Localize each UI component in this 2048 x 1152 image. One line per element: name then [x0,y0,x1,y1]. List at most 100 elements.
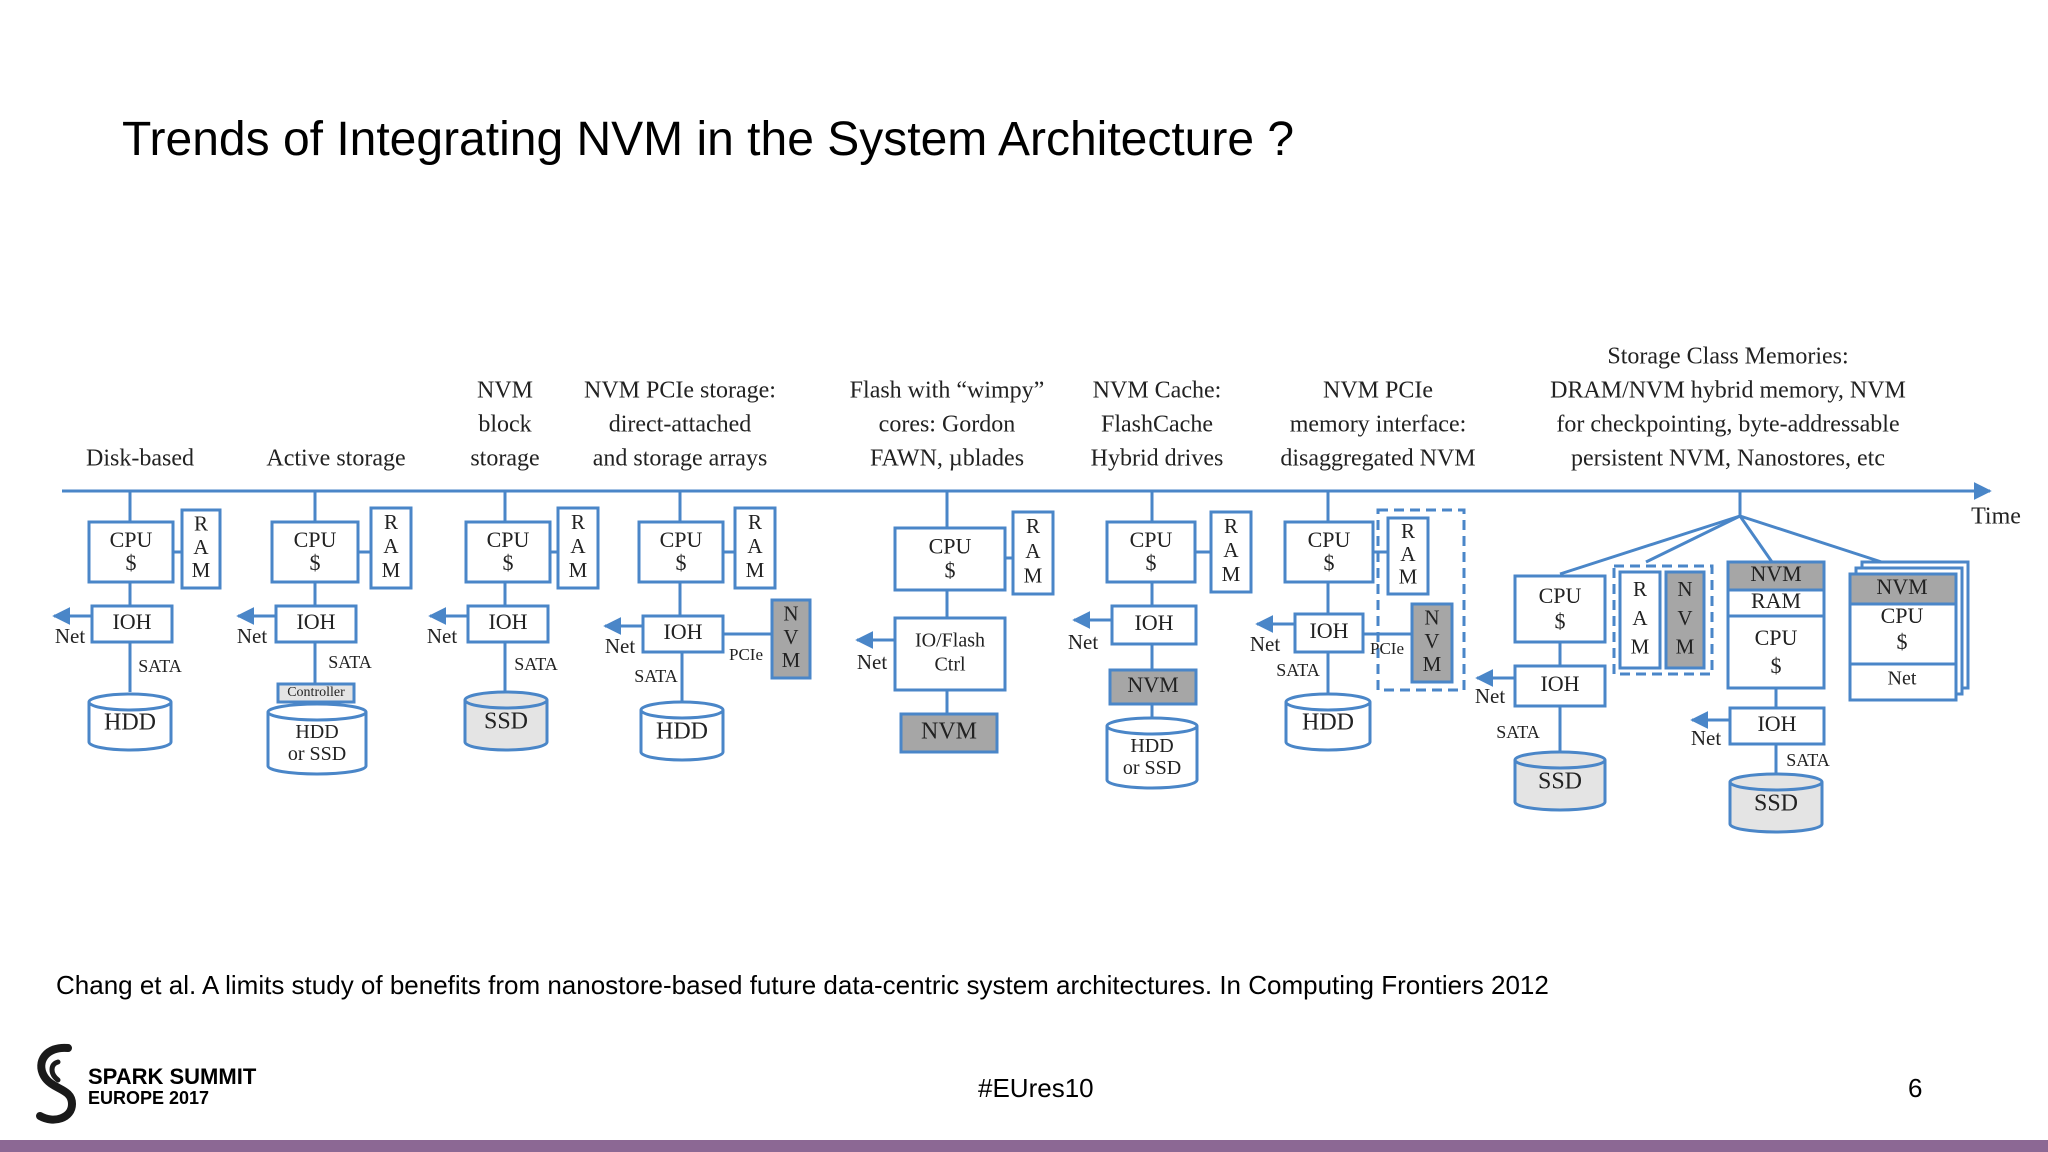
ram-letter: M [569,558,588,582]
nvm-label: NVM [1750,561,1801,586]
controller-label: Controller [287,685,345,700]
disk-top [463,690,549,710]
disk-top [1728,772,1824,792]
ioh-box [466,604,550,644]
ioh-box [1728,706,1826,746]
ioh-label: IOH [112,609,151,634]
ram-letter: M [1222,562,1241,586]
cache-label: $ [1324,550,1335,575]
cache-label: $ [1555,609,1566,634]
ram-letter: R [1026,514,1040,538]
disaggregated-nvm-group [1376,508,1466,692]
disk-body [639,710,725,762]
net-label: Net [1888,668,1917,690]
net-label: Net [1691,726,1721,750]
page-number: 6 [1908,1073,1923,1103]
disk-body [266,712,368,776]
ioh-box [274,604,358,644]
controller-box [276,682,356,704]
ram-letter: M [1631,635,1650,659]
nvm-label: NVM [1127,672,1178,697]
cpu-label: CPU [1881,603,1924,628]
disk-label: HDD [656,719,708,745]
bottom-accent-bar [0,1140,2048,1152]
cpu-label: CPU [1130,527,1173,552]
stage-label-5: FAWN, µblades [870,446,1024,472]
ioh-label: IOH [296,609,335,634]
branch [1738,515,1774,563]
cache-label: $ [126,550,137,575]
ram-letter: M [746,558,765,582]
stage-label-7: NVM PCIe [1323,378,1433,404]
disk-top [1105,716,1199,736]
nvm-letter: M [1676,635,1695,659]
stage-label-8: persistent NVM, Nanostores, etc [1571,446,1885,472]
stage-label-3: storage [470,446,539,472]
ioflash-label: Ctrl [934,654,966,676]
ram-letter: R [1401,519,1415,543]
cpu-label: CPU [294,527,337,552]
disk-top [1513,750,1607,770]
stage-label-3: block [478,412,531,438]
ram-letter: R [748,510,762,534]
branch [1559,514,1741,576]
nvm-letter: V [1424,629,1439,653]
net-label: Net [1475,684,1505,708]
nvm-vertical-box [1664,570,1706,670]
cpu-label: CPU [1755,625,1798,650]
ram-box [733,506,777,590]
ioflash-label: IO/Flash [915,630,985,652]
nvm-vertical-box [770,598,812,680]
branch [1645,514,1741,564]
sata-label: SATA [328,652,372,672]
sata-label: SATA [1276,660,1320,680]
cpu-label: CPU [487,527,530,552]
stage-label-5: cores: Gordon [879,412,1016,438]
nvm-letter: M [782,648,801,672]
hashtag: #EUres10 [978,1073,1094,1103]
ioh-label: IOH [1757,711,1796,736]
ram-box [1386,516,1430,596]
cpu-label: CPU [1308,527,1351,552]
ram-letter: R [194,511,208,535]
nvm-letter: V [1677,606,1692,630]
cpu-label: CPU [929,534,972,559]
cpu-label: CPU [660,527,703,552]
net-label: Net [1068,630,1098,654]
disk-body [463,700,549,752]
stage-label-6: Hybrid drives [1091,446,1224,472]
disk-body [1513,760,1607,812]
stage-label-6: NVM Cache: [1093,378,1222,404]
ram-letter: A [747,534,763,558]
ram-letter: A [1025,539,1041,563]
disk-label: SSD [1538,769,1582,795]
stage-label-8: DRAM/NVM hybrid memory, NVM [1550,378,1906,404]
spark-summit-logo: SPARK SUMMIT EUROPE 2017 [28,1040,288,1126]
cpu-label: CPU [110,527,153,552]
disk-label: SSD [484,709,528,735]
net-label: Net [857,650,887,674]
stage-label-8: for checkpointing, byte-addressable [1556,412,1899,438]
disk-top [639,700,725,720]
nvm-letter: N [1424,605,1439,629]
cache-label: $ [310,550,321,575]
cache-label: $ [503,550,514,575]
ioh-label: IOH [1309,618,1348,643]
ioh-box [90,604,174,644]
nvm-box [1726,560,1826,592]
sata-label: SATA [514,654,558,674]
ram-box [1726,588,1826,618]
cpu-label: CPU [1539,583,1582,608]
ram-letter: R [571,510,585,534]
disk-label: HDD [295,721,338,743]
disk-body [1284,702,1372,752]
stage-label-8: Storage Class Memories: [1607,344,1848,370]
disk-label: SSD [1754,791,1798,817]
cache-label: $ [1146,550,1157,575]
stage-label-7: memory interface: [1290,412,1467,438]
cpu-box [1513,574,1607,644]
slide-title: Trends of Integrating NVM in the System … [122,113,1295,166]
sata-label: SATA [1496,722,1540,742]
cpu-box [464,520,552,584]
